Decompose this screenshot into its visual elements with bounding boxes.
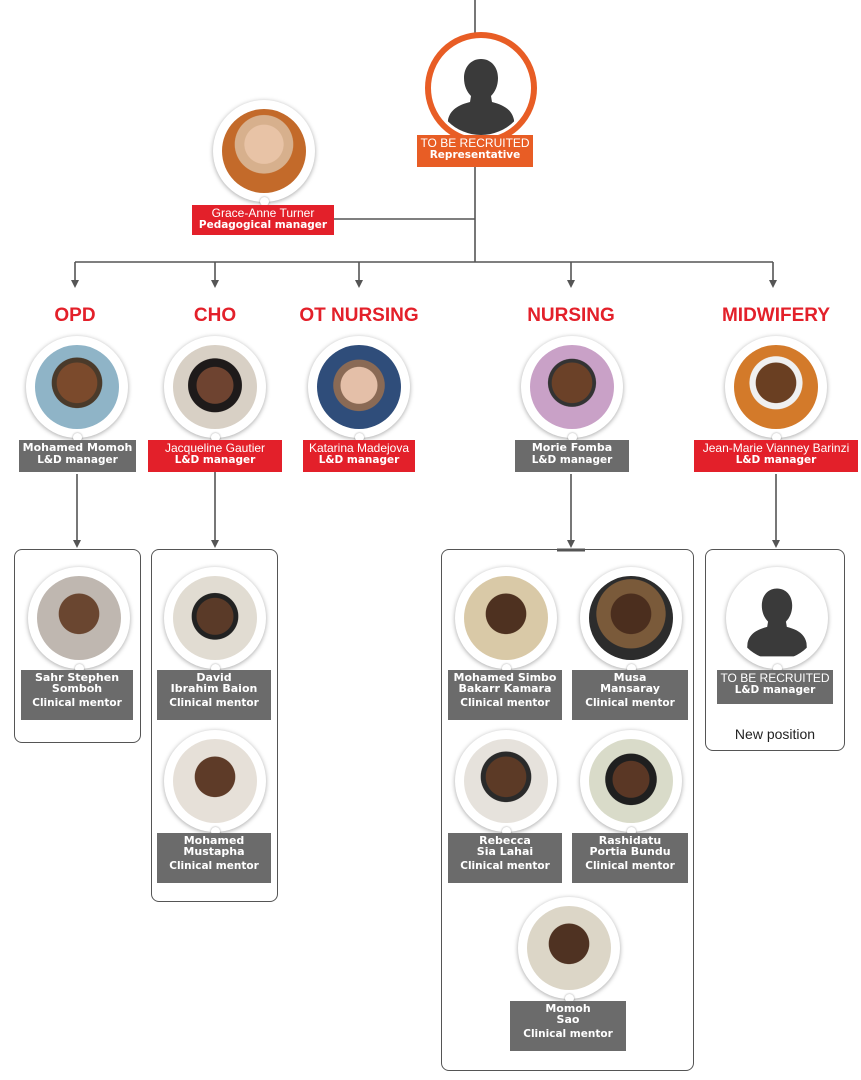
dept-title-nursing: NURSING (527, 305, 615, 326)
nursing-mentors-group (441, 549, 694, 1071)
avatar (173, 739, 257, 823)
cho-mentors-group (151, 549, 278, 902)
mentor-node (164, 567, 284, 687)
avatar (35, 345, 119, 429)
dept-title-midwifery: MIDWIFERY (721, 305, 830, 326)
midwifery-vacancy-label: TO BE RECRUITED L&D manager (717, 670, 833, 704)
mentor-label: David Ibrahim Baion Clinical mentor (157, 670, 271, 720)
dept-title-ot-nursing: OT NURSING (299, 305, 419, 326)
avatar (173, 345, 257, 429)
avatar (527, 906, 611, 990)
avatar (734, 345, 818, 429)
dept-title-opd: OPD (54, 305, 96, 326)
person-silhouette-icon (447, 59, 515, 135)
nursing-manager-node (521, 336, 641, 456)
mentor-label: Rashidatu Portia Bundu Clinical mentor (572, 833, 688, 883)
ot-nursing-manager-node (308, 336, 428, 456)
dept-title-cho: CHO (193, 305, 237, 326)
nursing-manager-label: Morie Fomba L&D manager (515, 440, 629, 472)
representative-label: TO BE RECRUITED Representative (417, 135, 533, 167)
avatar (464, 739, 548, 823)
midwifery-mentors-group (705, 549, 845, 751)
midwifery-vacancy-node (726, 567, 846, 687)
mentor-node (455, 730, 575, 850)
opd-mentors-group (14, 549, 141, 743)
midwifery-manager-label: Jean-Marie Vianney Barinzi L&D manager (694, 440, 858, 472)
avatar (222, 109, 306, 193)
mentor-node (580, 567, 700, 687)
avatar (530, 345, 614, 429)
avatar (173, 576, 257, 660)
mentor-node (455, 567, 575, 687)
opd-manager-label: Mohamed Momoh L&D manager (19, 440, 136, 472)
person-silhouette-icon (746, 588, 808, 657)
avatar (37, 576, 121, 660)
mentor-node (164, 730, 284, 850)
avatar (589, 576, 673, 660)
mentor-node (580, 730, 700, 850)
mentor-node (518, 897, 638, 1017)
mentor-label: Rebecca Sia Lahai Clinical mentor (448, 833, 562, 883)
midwifery-manager-node (725, 336, 845, 456)
mentor-label: Musa Mansaray Clinical mentor (572, 670, 688, 720)
pedagogical-manager-node (213, 100, 333, 220)
mentor-label: Mohamed Simbo Bakarr Kamara Clinical men… (448, 670, 562, 720)
mentor-label: Mohamed Mustapha Clinical mentor (157, 833, 271, 883)
avatar (317, 345, 401, 429)
mentor-label: Momoh Sao Clinical mentor (510, 1001, 626, 1051)
mentor-node (28, 567, 148, 687)
ot-nursing-manager-label: Katarina Madejova L&D manager (303, 440, 415, 472)
new-position-note: New position (734, 726, 816, 742)
cho-manager-node (164, 336, 284, 456)
cho-manager-label: Jacqueline Gautier L&D manager (148, 440, 282, 472)
mentor-label: Sahr Stephen Somboh Clinical mentor (21, 670, 133, 720)
avatar (464, 576, 548, 660)
avatar (589, 739, 673, 823)
opd-manager-node (26, 336, 146, 456)
pedagogical-manager-label: Grace-Anne Turner Pedagogical manager (192, 205, 334, 235)
representative-node (425, 32, 545, 152)
